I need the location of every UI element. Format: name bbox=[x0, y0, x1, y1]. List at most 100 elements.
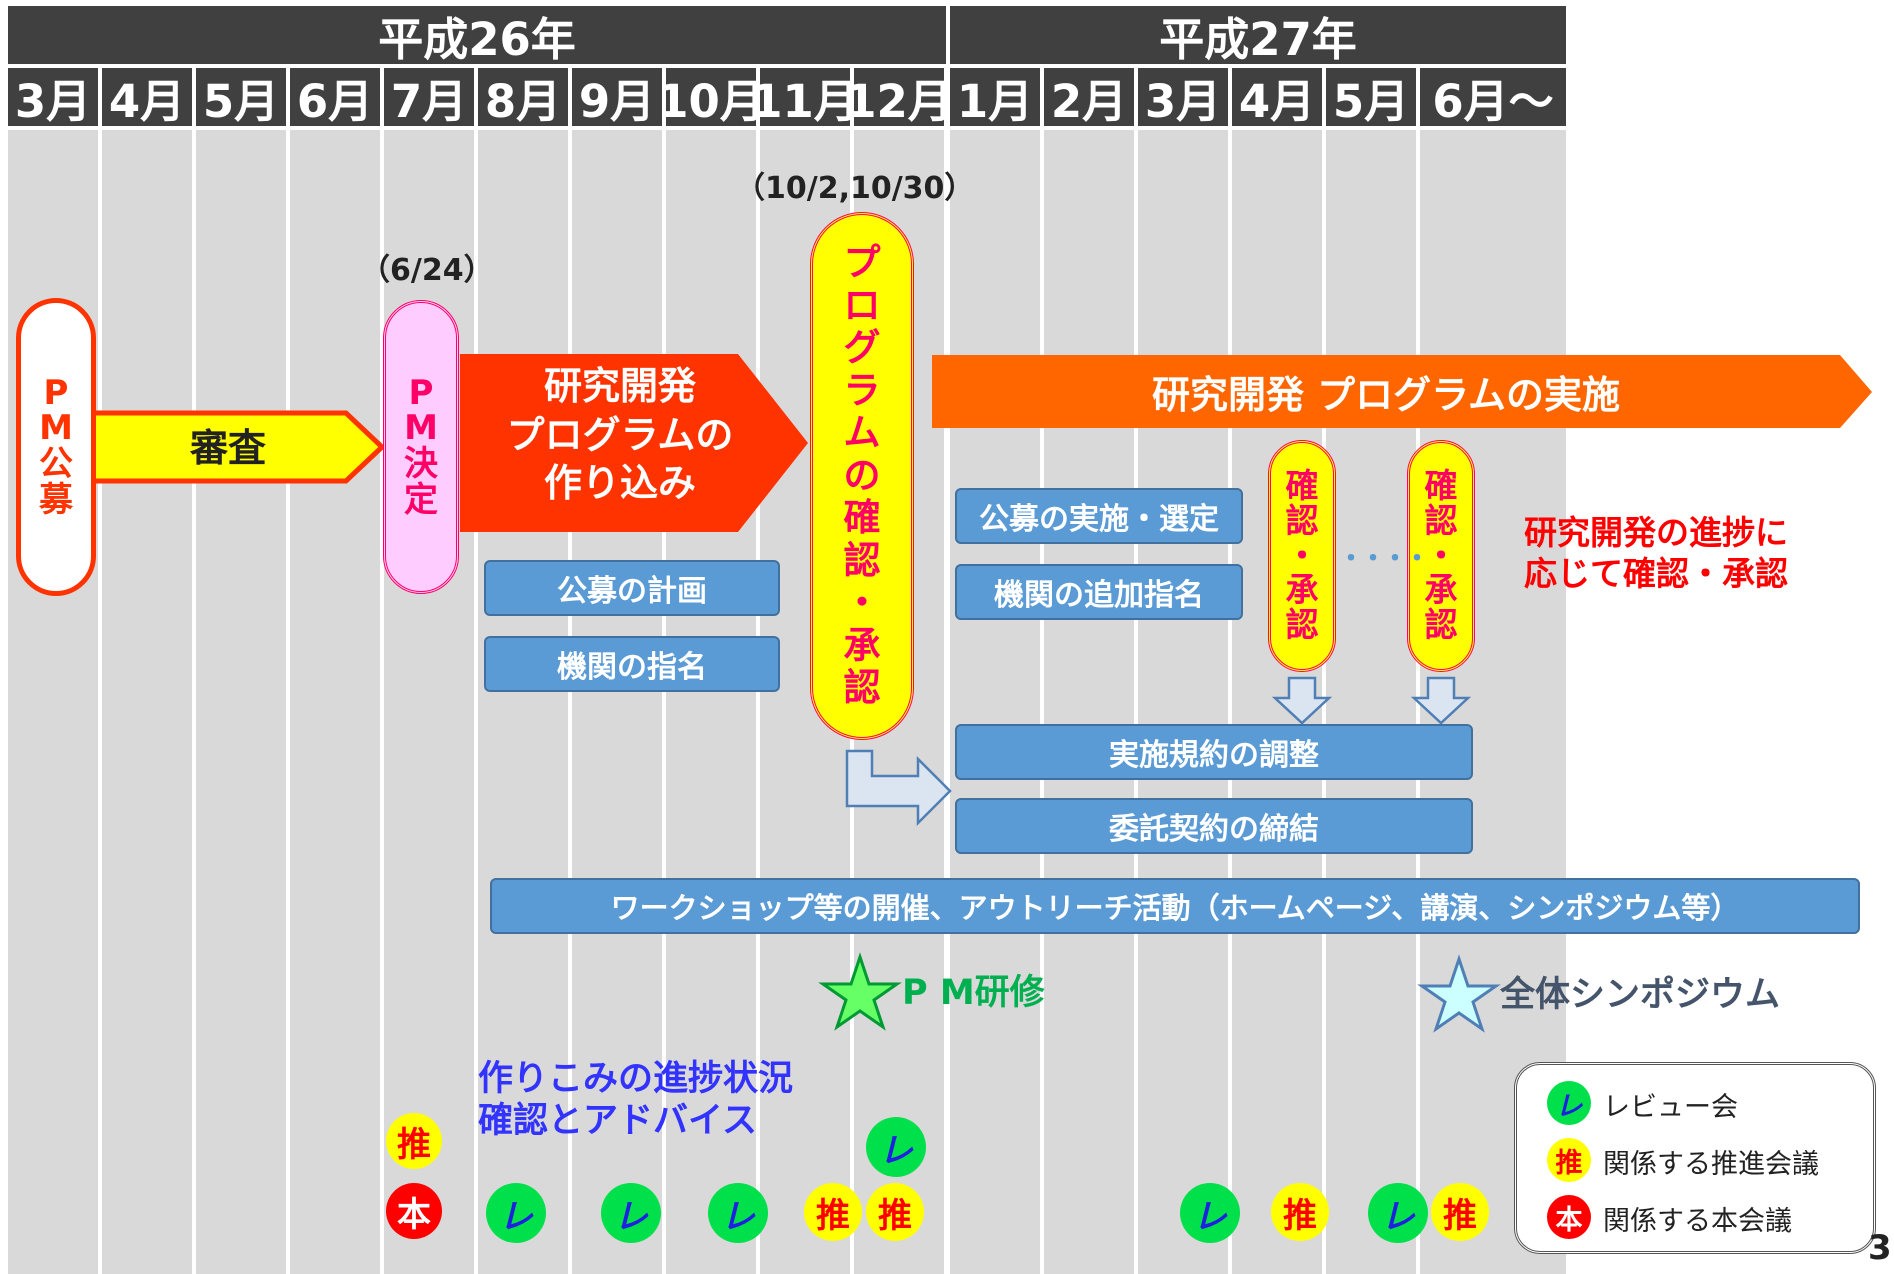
program-confirm-char: プ bbox=[843, 240, 881, 284]
pm-call-char: P bbox=[43, 372, 69, 413]
legend-promotion-label: 関係する推進会議 bbox=[1603, 1149, 1819, 1180]
continuation-dots: ・・・・ bbox=[1338, 544, 1430, 574]
month-header: 11月 bbox=[751, 68, 859, 128]
review-meeting-marker: レ bbox=[866, 1117, 926, 1177]
month-header: 4月 bbox=[1232, 68, 1322, 128]
date-pm-decision: （6/24） bbox=[360, 253, 494, 288]
symposium-star bbox=[1417, 954, 1501, 1033]
month-column bbox=[1326, 130, 1416, 1274]
program-confirm-char: グ bbox=[843, 326, 881, 370]
task-run-call: 公募の実施・選定 bbox=[955, 488, 1243, 544]
program-confirm-char: の bbox=[843, 453, 881, 497]
confirm-capsule-1: 確 認 ・ 承 認 bbox=[1268, 440, 1336, 672]
month-header: 8月 bbox=[478, 68, 568, 128]
legend-promotion-icon: 推 bbox=[1547, 1138, 1591, 1182]
task-workshop: ワークショップ等の開催、アウトリーチ活動（ホームページ、講演、シンポジウム等） bbox=[490, 878, 1860, 934]
pm-decided-char: P bbox=[408, 372, 434, 413]
promotion-meeting-marker: 推 bbox=[866, 1183, 924, 1241]
task-adjust-rules: 実施規約の調整 bbox=[955, 724, 1473, 780]
program-confirm-capsule: プ ロ グ ラ ム の 確 認 ・ 承 認 bbox=[810, 212, 914, 740]
build-arrow-label: 研究開発 プログラムの 作り込み bbox=[470, 362, 770, 508]
pm-decided-char: M bbox=[404, 408, 438, 449]
task-designate: 機関の指名 bbox=[484, 636, 780, 692]
review-meeting-marker: レ bbox=[601, 1183, 661, 1243]
pm-call-char: M bbox=[39, 408, 73, 449]
month-header: 10月 bbox=[657, 68, 765, 128]
confirm-char: 確 bbox=[1285, 466, 1319, 506]
progress-note-line: 応じて確認・承認 bbox=[1524, 554, 1788, 594]
month-header: 5月 bbox=[1326, 68, 1416, 128]
confirm-char: ・ bbox=[1285, 535, 1319, 575]
month-column bbox=[196, 130, 286, 1274]
review-meeting-marker: レ bbox=[708, 1183, 768, 1243]
confirm-char: 承 bbox=[1424, 570, 1458, 610]
month-column bbox=[478, 130, 568, 1274]
task-contract: 委託契約の締結 bbox=[955, 798, 1473, 854]
month-header: 12月 bbox=[845, 68, 953, 128]
year-header-h27: 平成27年 bbox=[950, 6, 1566, 66]
promotion-meeting-marker: 推 bbox=[1271, 1183, 1329, 1241]
month-column bbox=[102, 130, 192, 1274]
legend-review-label: レビュー会 bbox=[1603, 1092, 1738, 1123]
pm-call-char: 公 bbox=[39, 444, 73, 484]
month-column bbox=[1044, 130, 1134, 1274]
legend-main-label: 関係する本会議 bbox=[1603, 1206, 1792, 1237]
build-arrow-line: 作り込み bbox=[543, 461, 696, 506]
month-header: 3月 bbox=[8, 68, 98, 128]
review-meeting-marker: レ bbox=[1368, 1183, 1428, 1243]
build-arrow-line: プログラムの bbox=[506, 412, 734, 457]
month-header: 6月 bbox=[290, 68, 380, 128]
month-header: 4月 bbox=[102, 68, 192, 128]
program-confirm-char: 確 bbox=[843, 496, 881, 540]
advice-note-line: 確認とアドバイス bbox=[478, 1101, 757, 1141]
year-header-h26: 平成26年 bbox=[8, 6, 946, 66]
promotion-meeting-marker: 推 bbox=[386, 1113, 442, 1169]
build-arrow-shape bbox=[460, 354, 808, 532]
progress-note-line: 研究開発の進捗に bbox=[1524, 513, 1788, 552]
program-confirm-char: ロ bbox=[843, 283, 881, 327]
program-confirm-char: 認 bbox=[843, 538, 881, 582]
confirm-char: 認 bbox=[1424, 501, 1458, 541]
month-column bbox=[950, 130, 1040, 1274]
confirm-char: 確 bbox=[1424, 466, 1458, 506]
legend: レ レビュー会 推 関係する推進会議 本 関係する本会議 bbox=[1514, 1062, 1876, 1254]
review-meeting-marker: レ bbox=[486, 1183, 546, 1243]
program-confirm-char: ラ bbox=[843, 368, 881, 412]
pm-decided-capsule: P M 決 定 bbox=[383, 300, 459, 594]
month-column bbox=[1138, 130, 1228, 1274]
month-header: 2月 bbox=[1044, 68, 1134, 128]
program-confirm-char: 承 bbox=[843, 623, 881, 667]
page-number: 3 bbox=[1868, 1228, 1892, 1268]
pm-decided-char: 決 bbox=[404, 444, 438, 484]
program-confirm-char: ム bbox=[843, 411, 881, 455]
confirm-char: 認 bbox=[1285, 604, 1319, 644]
month-header: 3月 bbox=[1138, 68, 1228, 128]
progress-note: 研究開発の進捗に 応じて確認・承認 bbox=[1524, 512, 1788, 595]
main-meeting-marker: 本 bbox=[386, 1183, 442, 1239]
promotion-meeting-marker: 推 bbox=[1431, 1183, 1489, 1241]
legend-main-icon: 本 bbox=[1547, 1195, 1591, 1239]
legend-review-icon: レ bbox=[1547, 1081, 1591, 1125]
pm-training-star bbox=[818, 952, 902, 1031]
confirm-char: 承 bbox=[1285, 570, 1319, 610]
month-header: 7月 bbox=[384, 68, 474, 128]
impl-arrow-label: 研究開発 プログラムの実施 bbox=[1151, 373, 1621, 417]
month-column bbox=[290, 130, 380, 1274]
month-header: 1月 bbox=[950, 68, 1040, 128]
promotion-meeting-marker: 推 bbox=[804, 1183, 862, 1241]
pm-call-char: 募 bbox=[39, 479, 73, 520]
program-confirm-char: 認 bbox=[843, 666, 881, 710]
confirm-char: 認 bbox=[1285, 501, 1319, 541]
impl-arrow-shape bbox=[932, 355, 1872, 428]
month-header: 6月〜 bbox=[1420, 68, 1566, 128]
symposium-label: 全体シンポジウム bbox=[1500, 975, 1781, 1015]
build-arrow-line: 研究開発 bbox=[543, 364, 696, 408]
review-meeting-marker: レ bbox=[1180, 1183, 1240, 1243]
down-arrow-shape bbox=[1410, 676, 1472, 725]
pm-call-capsule: P M 公 募 bbox=[16, 298, 96, 596]
month-header: 9月 bbox=[572, 68, 662, 128]
advice-note-line: 作りこみの進捗状況 bbox=[478, 1059, 794, 1099]
month-header: 5月 bbox=[196, 68, 286, 128]
